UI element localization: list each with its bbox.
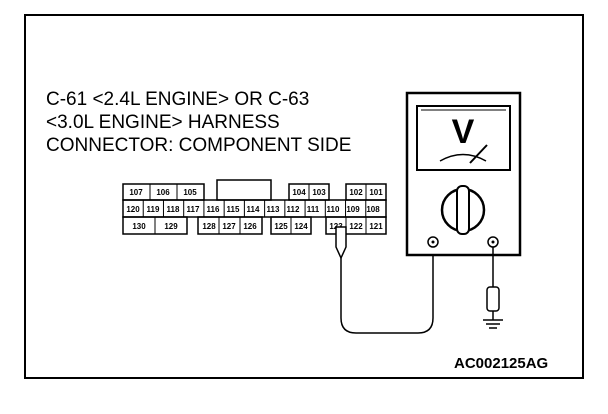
figure-frame — [24, 14, 584, 379]
connector-pin-106: 106 — [156, 188, 170, 197]
figure-id: AC002125AG — [454, 355, 548, 372]
connector-pin-117: 117 — [187, 205, 200, 214]
connector-pin-107: 107 — [129, 188, 143, 197]
caption-line-3: CONNECTOR: COMPONENT SIDE — [46, 135, 351, 156]
connector-pin-112: 112 — [287, 205, 300, 214]
connector-pin-109: 109 — [346, 205, 360, 214]
connector-pin-124: 124 — [294, 222, 308, 231]
connector-pin-113: 113 — [267, 205, 280, 214]
connector-pin-102: 102 — [349, 188, 363, 197]
test-lead-wire — [340, 247, 434, 334]
connector-pin-118: 118 — [167, 205, 180, 214]
caption-line-1: C-61 <2.4L ENGINE> OR C-63 — [46, 89, 309, 110]
connector-pin-119: 119 — [147, 205, 160, 214]
connector-pin-125: 125 — [274, 222, 288, 231]
connector-pin-115: 115 — [227, 205, 240, 214]
voltmeter-symbol: V — [452, 113, 475, 151]
connector-pin-101: 101 — [369, 188, 383, 197]
connector-pin-120: 120 — [126, 205, 140, 214]
connector-pin-121: 121 — [369, 222, 383, 231]
connector-pin-116: 116 — [207, 205, 220, 214]
connector-pin-108: 108 — [366, 205, 380, 214]
connector-pin-128: 128 — [202, 222, 216, 231]
connector-pin-122: 122 — [349, 222, 363, 231]
connector-pin-127: 127 — [222, 222, 236, 231]
connector-pin-104: 104 — [292, 188, 306, 197]
voltmeter-icon: V — [405, 91, 522, 257]
probe-icon — [335, 226, 347, 318]
connector-pin-129: 129 — [164, 222, 178, 231]
connector-pin-114: 114 — [247, 205, 260, 214]
connector-pin-130: 130 — [132, 222, 146, 231]
connector-pin-103: 103 — [312, 188, 326, 197]
ground-symbol-icon — [483, 247, 503, 329]
connector-key — [216, 179, 272, 201]
connector-pin-110: 110 — [327, 205, 340, 214]
connector-pin-126: 126 — [243, 222, 257, 231]
connector-pin-105: 105 — [183, 188, 197, 197]
caption-line-2: <3.0L ENGINE> HARNESS — [46, 112, 280, 133]
connector-pin-111: 111 — [307, 205, 320, 214]
